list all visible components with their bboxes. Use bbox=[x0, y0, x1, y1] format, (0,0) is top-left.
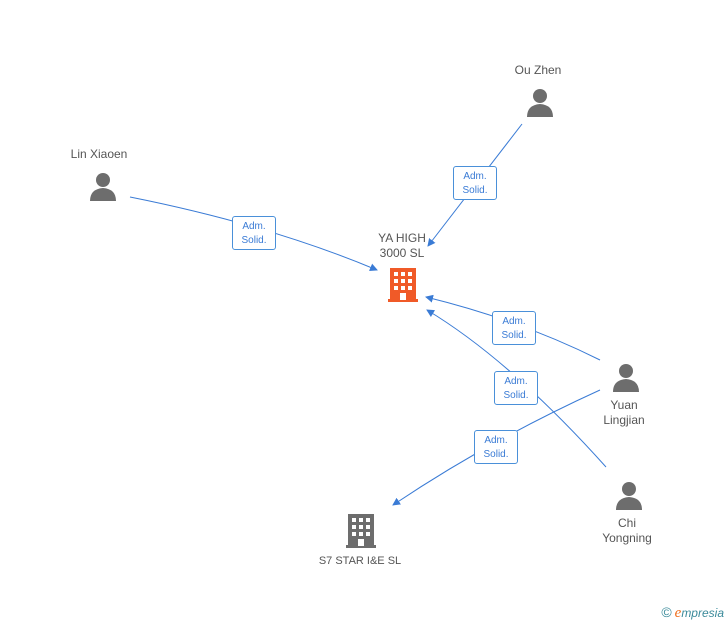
empresia-brand: ©empresia bbox=[661, 604, 724, 622]
edge-label-yuan-to-ya-high[interactable]: Adm. Solid. bbox=[492, 311, 536, 345]
edge-label-ou-zhen[interactable]: Adm. Solid. bbox=[453, 166, 497, 200]
brand-name: mpresia bbox=[681, 606, 724, 620]
building-icon[interactable] bbox=[346, 514, 376, 548]
node-label-yuan-lingjian[interactable]: Yuan Lingjian bbox=[603, 398, 645, 427]
node-label-chi-yongning[interactable]: Chi Yongning bbox=[602, 516, 652, 545]
edge-label-chi-to-ya-high[interactable]: Adm. Solid. bbox=[494, 371, 538, 405]
edge-label-lin-xiaoen[interactable]: Adm. Solid. bbox=[232, 216, 276, 250]
edge-label-yuan-to-s7-star[interactable]: Adm. Solid. bbox=[474, 430, 518, 464]
node-label-ou-zhen[interactable]: Ou Zhen bbox=[514, 63, 562, 77]
copyright-symbol: © bbox=[661, 604, 672, 620]
node-label-ya-high[interactable]: YA HIGH 3000 SL bbox=[378, 231, 426, 260]
building-icon[interactable] bbox=[388, 268, 418, 302]
person-icon[interactable] bbox=[526, 88, 554, 118]
person-icon[interactable] bbox=[89, 172, 117, 202]
node-label-s7-star[interactable]: S7 STAR I&E SL bbox=[318, 555, 402, 567]
person-icon[interactable] bbox=[615, 481, 643, 511]
person-icon[interactable] bbox=[612, 363, 640, 393]
brand-logo-e: e bbox=[674, 605, 682, 621]
node-label-lin-xiaoen[interactable]: Lin Xiaoen bbox=[70, 147, 128, 161]
